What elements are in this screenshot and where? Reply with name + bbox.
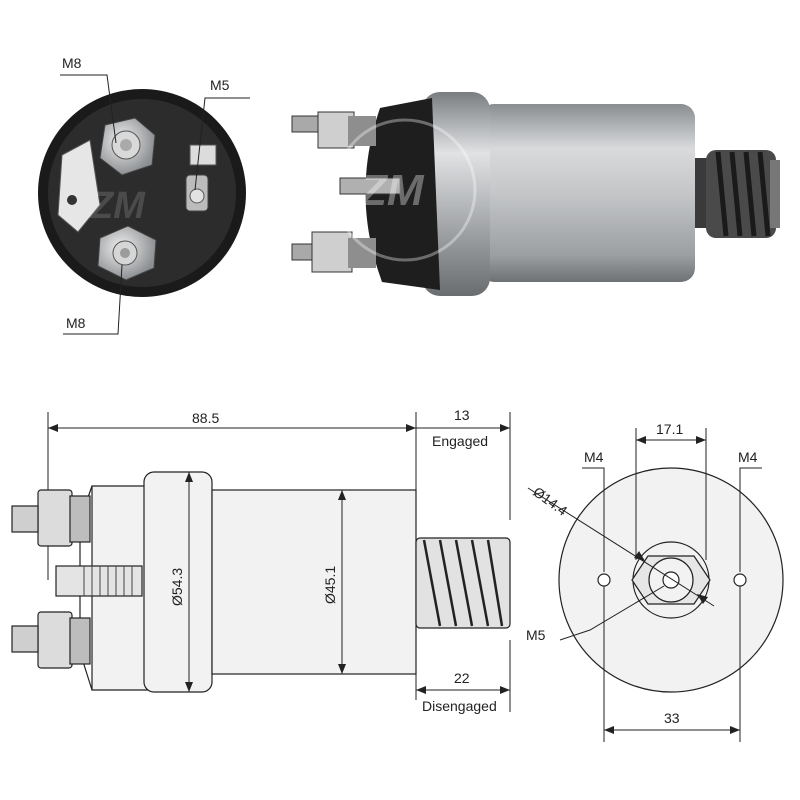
label-m4-right: M4 bbox=[738, 449, 758, 465]
leader-m5 bbox=[194, 97, 250, 191]
label-flange-dia: Ø54.3 bbox=[169, 568, 185, 606]
drawing-plunger bbox=[415, 537, 511, 629]
label-m4-left: M4 bbox=[584, 449, 604, 465]
leader-m8-bottom bbox=[63, 264, 123, 335]
label-m8-top: M8 bbox=[62, 55, 82, 71]
svg-text:ZM: ZM bbox=[358, 166, 425, 215]
drawing-studs bbox=[11, 489, 143, 669]
top-end-view-photo: ZM bbox=[38, 74, 250, 335]
leader-m8-top bbox=[60, 74, 117, 144]
label-center-thread: M5 bbox=[526, 627, 546, 643]
dim-line-plunger-dia bbox=[527, 487, 715, 607]
label-disengaged: Disengaged bbox=[422, 698, 497, 714]
solenoid-body bbox=[480, 104, 695, 282]
label-plunger-dia: Ø14.4 bbox=[530, 483, 570, 518]
label-hole-spacing: 17.1 bbox=[656, 421, 683, 437]
leader-m4-left bbox=[582, 467, 605, 572]
label-mount-span: 33 bbox=[664, 710, 680, 726]
mount-hole-left bbox=[597, 573, 611, 587]
end-technical-drawing bbox=[527, 428, 784, 742]
top-side-view-photo: ZM bbox=[291, 92, 780, 296]
label-m5: M5 bbox=[210, 77, 230, 93]
leader-m4-right bbox=[739, 467, 762, 572]
side-studs bbox=[291, 111, 401, 273]
svg-text:ZM: ZM bbox=[89, 185, 146, 227]
label-disengaged-travel: 22 bbox=[454, 670, 470, 686]
label-body-length: 88.5 bbox=[192, 410, 219, 426]
center-thread-hole bbox=[662, 571, 680, 589]
m5-stud bbox=[185, 174, 209, 212]
label-engaged: Engaged bbox=[432, 433, 488, 449]
m8-stud-bottom bbox=[97, 225, 157, 281]
mount-hole-right bbox=[733, 573, 747, 587]
drawing-body bbox=[211, 489, 417, 675]
label-body-dia: Ø45.1 bbox=[322, 566, 338, 604]
terminal-cap bbox=[365, 98, 440, 290]
m8-stud-top bbox=[99, 117, 156, 176]
label-engaged-travel: 13 bbox=[454, 407, 470, 423]
label-m8-bottom: M8 bbox=[66, 315, 86, 331]
plunger-spring bbox=[690, 150, 780, 238]
leader-m5-center bbox=[559, 585, 665, 641]
flange-ring bbox=[422, 92, 490, 296]
side-technical-drawing bbox=[11, 412, 511, 712]
bracket-plate bbox=[57, 139, 101, 233]
